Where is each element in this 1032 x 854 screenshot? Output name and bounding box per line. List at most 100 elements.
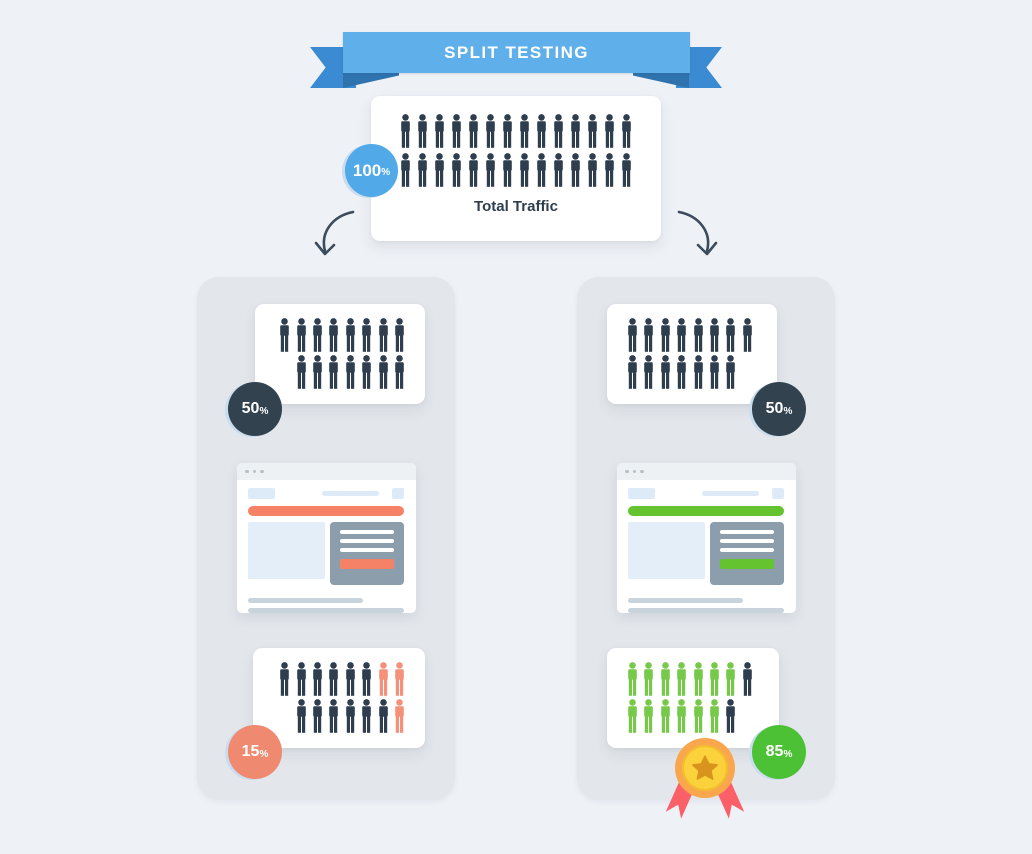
person-icon bbox=[311, 662, 324, 696]
person-icon bbox=[692, 355, 705, 389]
nav-button-placeholder bbox=[392, 487, 404, 499]
person-icon bbox=[659, 699, 672, 733]
person-icon bbox=[377, 699, 390, 733]
variant-a-traffic-card bbox=[255, 304, 425, 404]
variant-a-result-badge: 15% bbox=[228, 725, 282, 779]
nav-links-placeholder bbox=[702, 490, 759, 496]
person-icon bbox=[501, 153, 514, 187]
nav-button-placeholder bbox=[772, 487, 784, 499]
browser-nav-row bbox=[628, 487, 784, 499]
person-icon bbox=[642, 318, 655, 352]
variant-a-result-people-grid bbox=[253, 662, 406, 733]
hero-section bbox=[248, 522, 404, 585]
person-icon bbox=[620, 153, 633, 187]
page-banner-placeholder bbox=[628, 506, 784, 516]
browser-titlebar bbox=[617, 463, 796, 480]
person-icon bbox=[642, 699, 655, 733]
variant-b-result-unit: % bbox=[783, 748, 793, 760]
variant-b-result-people-grid bbox=[626, 662, 779, 733]
text-line-placeholder bbox=[628, 608, 784, 613]
person-icon bbox=[741, 662, 754, 696]
total-traffic-card: Total Traffic bbox=[371, 96, 661, 241]
person-icon bbox=[295, 355, 308, 389]
person-icon bbox=[416, 114, 429, 148]
variant-a-result-value: 15 bbox=[241, 743, 260, 760]
browser-titlebar bbox=[237, 463, 416, 480]
person-icon bbox=[295, 699, 308, 733]
person-icon bbox=[344, 699, 357, 733]
browser-dot-icon bbox=[260, 469, 264, 474]
variant-b-result-badge: 85% bbox=[752, 725, 806, 779]
variant-a-traffic-people-grid bbox=[255, 318, 406, 389]
variant-b-traffic-card bbox=[607, 304, 777, 404]
total-percentage-badge: 100% bbox=[345, 144, 398, 197]
person-icon bbox=[552, 114, 565, 148]
person-icon bbox=[518, 114, 531, 148]
person-icon bbox=[569, 153, 582, 187]
person-icon bbox=[642, 355, 655, 389]
cta-button-placeholder bbox=[340, 559, 394, 569]
people-row bbox=[399, 153, 633, 187]
person-icon bbox=[626, 699, 639, 733]
hero-section bbox=[628, 522, 784, 585]
person-icon bbox=[724, 699, 737, 733]
person-icon bbox=[692, 318, 705, 352]
person-icon bbox=[393, 699, 406, 733]
medal-circle-icon bbox=[675, 738, 735, 798]
person-icon bbox=[626, 355, 639, 389]
text-line-placeholder bbox=[248, 598, 364, 603]
person-icon bbox=[586, 153, 599, 187]
person-icon bbox=[399, 153, 412, 187]
form-field-placeholder bbox=[720, 530, 774, 534]
people-row bbox=[278, 662, 406, 696]
variant-b-result-card bbox=[607, 648, 779, 748]
signup-form-placeholder bbox=[710, 522, 784, 585]
variant-b-result-value: 85 bbox=[765, 743, 784, 760]
person-icon bbox=[393, 318, 406, 352]
person-icon bbox=[535, 114, 548, 148]
variant-a-result-card bbox=[253, 648, 425, 748]
people-row bbox=[626, 699, 737, 733]
people-row bbox=[626, 318, 754, 352]
people-row bbox=[295, 355, 406, 389]
form-field-placeholder bbox=[340, 548, 394, 552]
text-line-placeholder bbox=[628, 598, 744, 603]
person-icon bbox=[311, 699, 324, 733]
winner-medal-icon bbox=[675, 738, 735, 832]
nav-links-placeholder bbox=[322, 490, 379, 496]
banner-ribbon: SPLIT TESTING bbox=[343, 32, 690, 73]
person-icon bbox=[535, 153, 548, 187]
person-icon bbox=[642, 662, 655, 696]
person-icon bbox=[393, 662, 406, 696]
logo-placeholder bbox=[248, 487, 275, 499]
person-icon bbox=[399, 114, 412, 148]
people-row bbox=[626, 662, 754, 696]
page-banner-placeholder bbox=[248, 506, 404, 516]
form-field-placeholder bbox=[720, 548, 774, 552]
person-icon bbox=[518, 153, 531, 187]
people-row bbox=[295, 699, 406, 733]
variant-a-panel: 50% bbox=[197, 277, 455, 800]
person-icon bbox=[344, 355, 357, 389]
person-icon bbox=[603, 114, 616, 148]
total-percentage-value: 100 bbox=[352, 160, 382, 180]
person-icon bbox=[360, 662, 373, 696]
person-icon bbox=[450, 114, 463, 148]
person-icon bbox=[295, 318, 308, 352]
text-line-placeholder bbox=[248, 608, 404, 613]
browser-dot-icon bbox=[245, 469, 249, 474]
person-icon bbox=[416, 153, 429, 187]
curved-arrow-left-icon bbox=[314, 210, 355, 256]
hero-image-placeholder bbox=[248, 522, 325, 579]
person-icon bbox=[278, 318, 291, 352]
people-row bbox=[399, 114, 633, 148]
person-icon bbox=[708, 355, 721, 389]
person-icon bbox=[393, 355, 406, 389]
total-traffic-label: Total Traffic bbox=[474, 198, 558, 215]
person-icon bbox=[659, 662, 672, 696]
person-icon bbox=[626, 318, 639, 352]
browser-content bbox=[617, 480, 796, 613]
person-icon bbox=[603, 153, 616, 187]
person-icon bbox=[586, 114, 599, 148]
